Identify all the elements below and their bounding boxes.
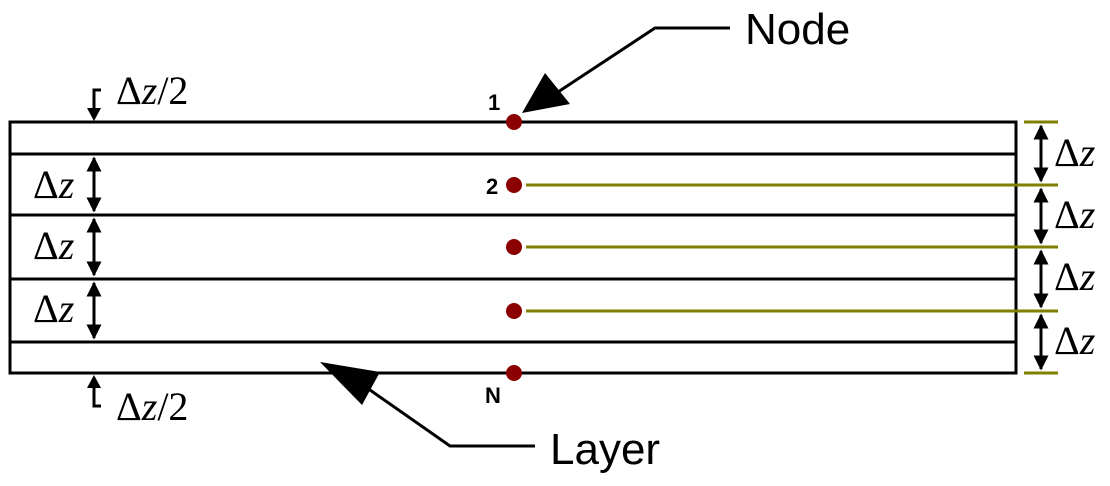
node-n bbox=[506, 365, 522, 381]
half-spacing-bottom: Δz/2 bbox=[87, 375, 188, 429]
half-spacing-bottom-label: Δz/2 bbox=[116, 384, 188, 429]
layer-callout-arrowhead bbox=[320, 362, 380, 405]
node-callout-arrowhead bbox=[522, 73, 570, 113]
node-label-2: 2 bbox=[486, 174, 498, 199]
node-2 bbox=[506, 177, 522, 193]
right-spacing-label-1: Δz bbox=[1054, 130, 1096, 175]
half-spacing-top-label: Δz/2 bbox=[116, 68, 188, 113]
node-1 bbox=[506, 114, 522, 130]
node-3 bbox=[506, 239, 522, 255]
layer-callout-leader bbox=[369, 388, 535, 448]
right-spacing-label-4: Δz bbox=[1054, 318, 1096, 363]
node-callout-label: Node bbox=[745, 5, 850, 54]
node-4 bbox=[506, 303, 522, 319]
layer-callout: Layer bbox=[320, 362, 660, 474]
node-callout: Node bbox=[522, 5, 850, 113]
half-spacing-top: Δz/2 bbox=[87, 68, 188, 121]
half-spacing-bottom-bracket bbox=[92, 384, 101, 408]
node-label-n: N bbox=[485, 383, 501, 408]
left-spacing-label-1: Δz bbox=[33, 162, 75, 207]
half-spacing-top-bracket bbox=[92, 88, 101, 112]
node-label-1: 1 bbox=[488, 90, 500, 115]
right-spacing-label-3: Δz bbox=[1054, 254, 1096, 299]
layer-callout-label: Layer bbox=[550, 425, 660, 474]
node-callout-leader bbox=[557, 26, 730, 94]
half-spacing-top-arrowhead bbox=[87, 108, 101, 121]
left-spacing-label-3: Δz bbox=[33, 286, 75, 331]
node-level-lines bbox=[526, 120, 1058, 375]
left-spacing-label-2: Δz bbox=[33, 223, 75, 268]
half-spacing-bottom-arrowhead bbox=[87, 375, 101, 388]
nodes bbox=[506, 114, 522, 381]
right-spacing-label-2: Δz bbox=[1054, 192, 1096, 237]
